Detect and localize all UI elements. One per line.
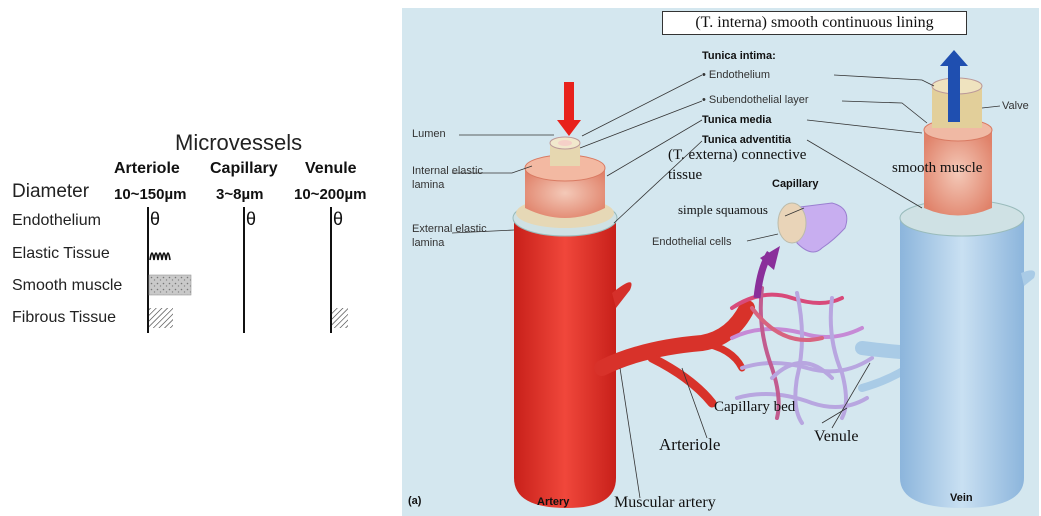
smooth-muscle-block xyxy=(149,275,191,295)
endothelium-arteriole: θ xyxy=(150,209,160,230)
label-subendothelial: • Subendothelial layer xyxy=(702,94,809,107)
label-internal-elastic-2: lamina xyxy=(412,179,444,192)
label-arteriole: Arteriole xyxy=(659,438,720,451)
arteriole-vessel xyxy=(602,308,747,368)
label-vein: Vein xyxy=(950,492,973,505)
label-external-elastic-1: External elastic xyxy=(412,223,487,236)
red-arrow-shaft xyxy=(564,82,574,122)
label-lumen: Lumen xyxy=(412,128,446,141)
panel-label: (a) xyxy=(408,495,421,508)
label-internal-elastic-1: Internal elastic xyxy=(412,165,483,178)
label-tunica-intima: Tunica intima: xyxy=(702,50,776,63)
label-muscular-artery: Muscular artery xyxy=(614,496,716,509)
elastic-tissue-wave xyxy=(150,253,170,260)
vessel-illustration xyxy=(402,8,1039,516)
label-tunica-adventitia: Tunica adventitia xyxy=(702,134,791,147)
fibrous-arteriole xyxy=(149,308,173,328)
fibrous-venule xyxy=(332,308,348,328)
label-valve: Valve xyxy=(1002,100,1029,113)
blue-arrow-head xyxy=(940,50,968,66)
red-arrow-head xyxy=(557,120,581,136)
callout-box: (T. interna) smooth continuous lining xyxy=(662,11,967,35)
table-graphics xyxy=(0,0,400,516)
label-simple-squamous: simple squamous xyxy=(678,203,768,216)
endothelium-venule: θ xyxy=(333,209,343,230)
label-capillary-bed: Capillary bed xyxy=(714,401,795,414)
vein-body xyxy=(900,218,1024,508)
label-tunica-media: Tunica media xyxy=(702,114,771,127)
endothelium-capillary: θ xyxy=(246,209,256,230)
label-endothelium: • Endothelium xyxy=(702,69,770,82)
blue-arrow-shaft xyxy=(948,64,960,122)
label-t-externa-1: (T. externa) connective xyxy=(668,149,806,162)
blood-vessel-figure: (T. interna) smooth continuous lining Tu… xyxy=(402,8,1039,516)
label-artery: Artery xyxy=(537,496,569,509)
label-endothelial-cells: Endothelial cells xyxy=(652,236,732,249)
label-smooth-muscle: smooth muscle xyxy=(892,162,982,175)
label-capillary: Capillary xyxy=(772,178,818,191)
label-venule: Venule xyxy=(814,430,858,443)
label-external-elastic-2: lamina xyxy=(412,237,444,250)
label-t-externa-2: tissue xyxy=(668,169,702,182)
